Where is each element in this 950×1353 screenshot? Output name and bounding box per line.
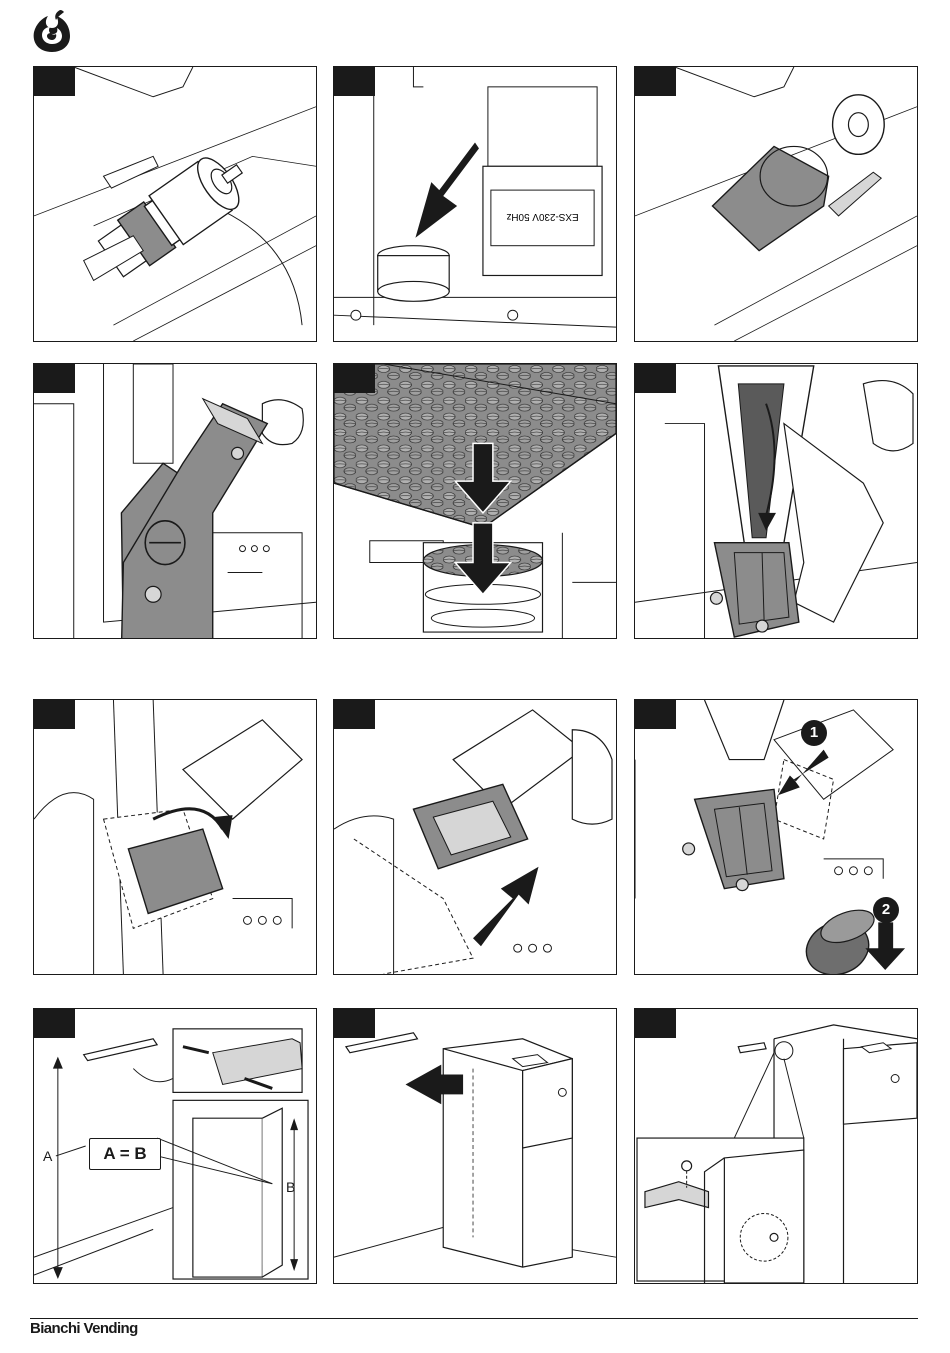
- dimension-b-label: B: [286, 1179, 295, 1195]
- insert-doser-arrow-illustration: [334, 700, 616, 974]
- step-number-tab: [635, 67, 676, 96]
- instruction-panel-10: A B A = B: [33, 1008, 317, 1284]
- instruction-panel-7: [33, 699, 317, 975]
- step-number-tab: [334, 67, 375, 96]
- instruction-panel-2: EXS-230V 50Hz: [333, 66, 617, 342]
- instruction-panel-9: 1 2: [634, 699, 918, 975]
- step-badge-1: 1: [801, 720, 827, 746]
- instruction-panel-4: [33, 363, 317, 639]
- instruction-panel-1: [33, 66, 317, 342]
- step-number-tab: [34, 67, 75, 96]
- grinder-motor-coupling-illustration: [34, 67, 316, 341]
- motor-label: EXS-230V 50Hz: [506, 211, 578, 222]
- step-number-tab: [334, 1009, 375, 1038]
- step-number-tab: [334, 700, 375, 729]
- instruction-panel-8: [333, 699, 617, 975]
- step-number-tab: [635, 364, 676, 393]
- step-number-tab: [334, 364, 375, 393]
- footer-rule: [30, 1318, 918, 1319]
- push-cabinet-to-wall-illustration: [334, 1009, 616, 1283]
- press-down-arrow-illustration: EXS-230V 50Hz: [334, 67, 616, 341]
- step-badge-2: 2: [873, 897, 899, 923]
- step-number-tab: [34, 700, 75, 729]
- bracket-screw-detail-illustration: [635, 1009, 917, 1283]
- step-number-tab: [34, 364, 75, 393]
- instruction-panel-3: [634, 66, 918, 342]
- dimension-a-label: A: [43, 1148, 52, 1164]
- a-equals-b-callout: A = B: [89, 1138, 161, 1170]
- coffee-beans-hopper-down-arrows-illustration: [334, 364, 616, 638]
- grinder-cover-illustration: [635, 67, 917, 341]
- coffee-chute-illustration: [635, 364, 917, 638]
- remove-doser-steps-illustration: [635, 700, 917, 974]
- step-number-tab: [635, 700, 676, 729]
- step-number-tab: [34, 1009, 75, 1038]
- wall-bracket-measure-illustration: [34, 1009, 316, 1283]
- instruction-panel-12: [634, 1008, 918, 1284]
- instruction-panel-11: [333, 1008, 617, 1284]
- step-number-tab: [635, 1009, 676, 1038]
- grinder-adjustment-plate-illustration: [34, 364, 316, 638]
- rotate-doser-illustration: [34, 700, 316, 974]
- instruction-panel-5: [333, 363, 617, 639]
- instruction-panel-6: [634, 363, 918, 639]
- brand-wordmark: Bianchi Vending: [30, 1320, 138, 1337]
- flame-spiral-logo-icon: [30, 6, 74, 54]
